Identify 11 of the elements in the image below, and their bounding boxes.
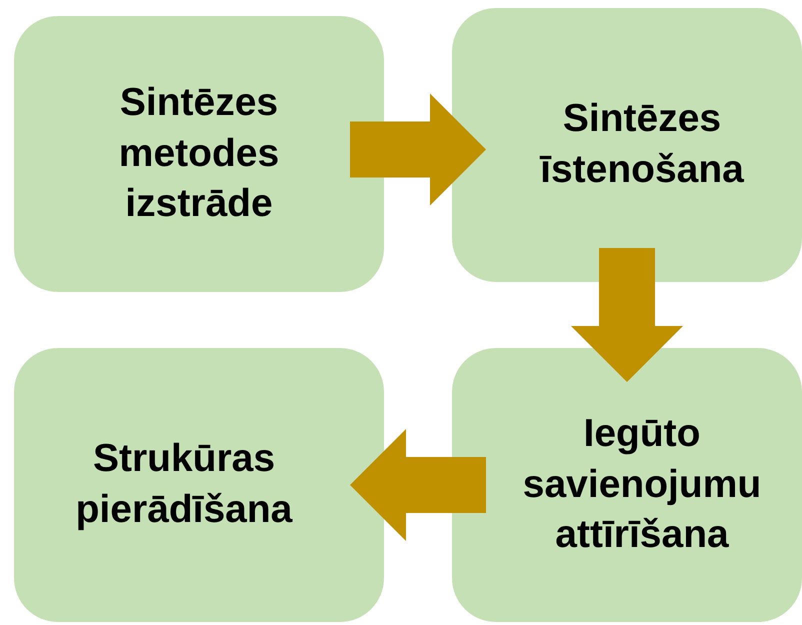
process-box bbox=[14, 16, 384, 292]
box-label: Strukūras pierādīšana bbox=[74, 436, 294, 533]
box-label: Sintēzes īstenošana bbox=[538, 96, 745, 193]
process-box bbox=[452, 8, 802, 282]
box-label: Sintēzes metodes izstrāde bbox=[118, 80, 280, 228]
process-box bbox=[14, 348, 384, 622]
block-arrow bbox=[571, 248, 683, 382]
process-box bbox=[452, 348, 802, 622]
box-label: Iegūto savienojumu attīrīšana bbox=[522, 410, 762, 558]
block-arrow bbox=[350, 429, 486, 541]
block-arrow bbox=[350, 94, 486, 206]
